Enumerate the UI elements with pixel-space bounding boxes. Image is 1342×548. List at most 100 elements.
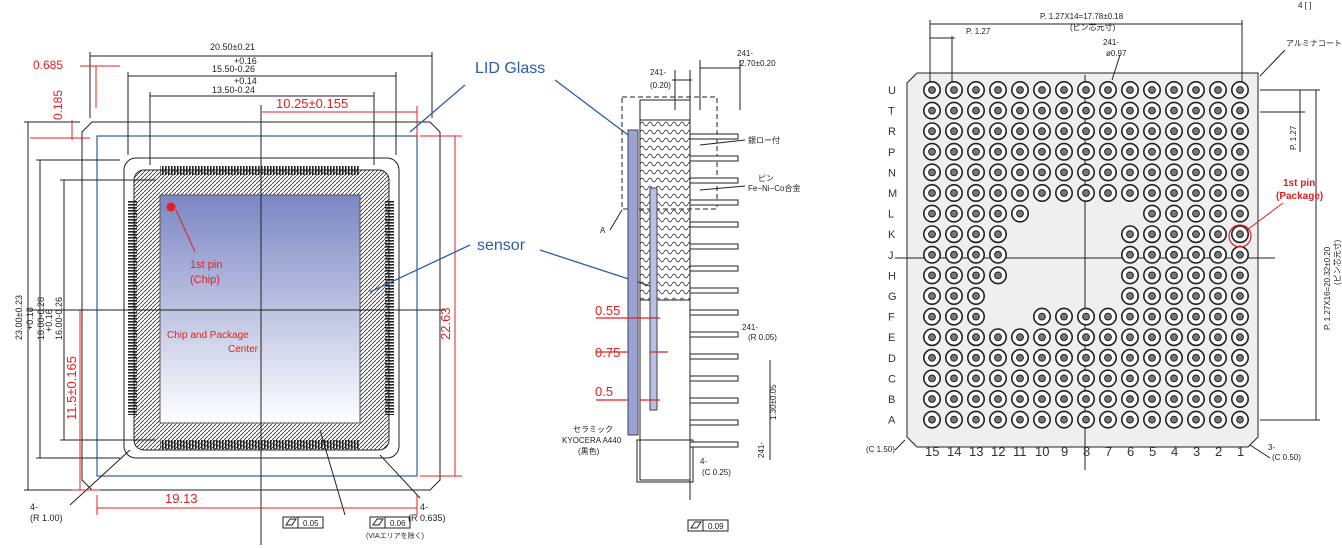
pin-core: [1082, 395, 1090, 403]
row-label-J: J: [888, 250, 894, 262]
r005: (R 0.05): [748, 333, 777, 342]
pin-core: [1236, 250, 1244, 259]
pin-core: [1082, 189, 1090, 197]
pin-core: [1038, 168, 1046, 177]
via-note: (VIAエリアを除く): [366, 531, 424, 540]
pin-core: [950, 395, 958, 403]
pin-core: [1170, 333, 1178, 342]
pin-core: [1170, 271, 1178, 280]
pin-core: [972, 292, 980, 300]
lid-glass-outline: [96, 135, 418, 477]
pin-core: [1104, 312, 1112, 321]
pin-core: [1060, 333, 1068, 342]
pin-core: [928, 353, 936, 362]
pin-core: [1236, 189, 1244, 197]
pin-core: [994, 353, 1002, 362]
dim-height-2-tol: +0.18: [25, 307, 35, 330]
pin-core: [1170, 250, 1178, 259]
pin-core: [950, 312, 958, 321]
pin-core: [1214, 106, 1222, 115]
red-1025: 10.25±0.155: [276, 96, 348, 111]
pin-core: [972, 127, 980, 136]
callout-sensor: sensor: [477, 237, 526, 254]
pin-core: [1148, 415, 1156, 424]
pin-core: [1038, 106, 1046, 115]
dim-width-2: 15.50-0.26: [212, 64, 255, 74]
row-label-P: P: [888, 147, 895, 159]
pin-core: [1170, 168, 1178, 177]
pin-core: [950, 189, 958, 197]
pin-core: [928, 395, 936, 403]
col-label-2: 2: [1215, 444, 1222, 459]
first-pin-package-2: (Package): [1276, 191, 1323, 202]
pin-core: [1082, 353, 1090, 362]
pin-core: [1148, 250, 1156, 259]
pin-core: [1148, 127, 1156, 136]
row-label-H: H: [888, 270, 896, 282]
pin-core: [950, 86, 958, 94]
c025-prefix: 4-: [700, 457, 707, 466]
pin-core: [1038, 86, 1046, 94]
pin-core: [1038, 127, 1046, 136]
corner-r100-prefix: 4-: [30, 502, 38, 512]
col-label-13: 13: [969, 444, 983, 459]
pin-core: [1038, 312, 1046, 321]
dia: ø0.97: [1106, 49, 1127, 58]
side-view: [609, 60, 771, 500]
row-label-A: A: [888, 415, 896, 427]
pin-core: [1170, 209, 1178, 218]
pin-core: [1214, 333, 1222, 342]
pin-core: [972, 271, 980, 280]
pin-core: [950, 415, 958, 424]
pin-core: [1060, 415, 1068, 424]
pin-core: [1060, 127, 1068, 136]
red-2263: 22.63: [438, 307, 453, 340]
pin-core: [1082, 312, 1090, 321]
kyocera: KYOCERA A440: [562, 436, 622, 445]
ceramic: セラミック: [573, 425, 613, 434]
pin-core: [1192, 271, 1200, 280]
pin-core: [1170, 106, 1178, 115]
pin-core: [1170, 415, 1178, 424]
row-label-G: G: [888, 291, 897, 303]
right-dim: P. 1.27X16=20.32±0.20: [1323, 246, 1332, 330]
dim-width-3: 13.50-0.24: [212, 85, 255, 95]
base-block: [636, 439, 694, 483]
pin-core: [1060, 106, 1068, 115]
top-right-mark: 4 [ ]: [1298, 1, 1311, 10]
dia-prefix: 241-: [1103, 38, 1119, 47]
dim-tol-plus-2: +0.14: [234, 76, 257, 86]
pin-core: [1104, 189, 1112, 197]
pin-core: [994, 106, 1002, 115]
pin-core: [972, 86, 980, 94]
red-115: 11.5±0.165: [64, 356, 79, 420]
col-label-15: 15: [925, 444, 939, 459]
pin-core: [1192, 127, 1200, 136]
pin-core: [1148, 395, 1156, 403]
col-label-3: 3: [1193, 444, 1200, 459]
pin-core: [1236, 374, 1244, 383]
flatness-box-2: 0.06 (VIAエリアを除く): [366, 516, 424, 540]
flatness-box-1: 0.05: [282, 516, 324, 529]
pin-core: [1104, 147, 1112, 156]
pin-core: [972, 189, 980, 197]
pin-core: [1016, 86, 1024, 94]
pin-core: [1236, 395, 1244, 403]
col-label-1: 1: [1237, 444, 1244, 459]
col-label-4: 4: [1171, 444, 1178, 459]
svg-text:0.09: 0.09: [708, 522, 724, 531]
pin-core: [1192, 147, 1200, 156]
pin-core: [1016, 209, 1024, 218]
p127-v: P. 1.27: [1289, 125, 1298, 150]
pin-core: [994, 168, 1002, 177]
pin-core: [1126, 333, 1134, 342]
pin-core: [1214, 312, 1222, 321]
callout-lines: [369, 79, 651, 293]
pin-core: [1126, 106, 1134, 115]
sensor-die: [159, 194, 361, 424]
pin-core: [1082, 86, 1090, 94]
col-label-5: 5: [1149, 444, 1156, 459]
pin-core: [1060, 395, 1068, 403]
